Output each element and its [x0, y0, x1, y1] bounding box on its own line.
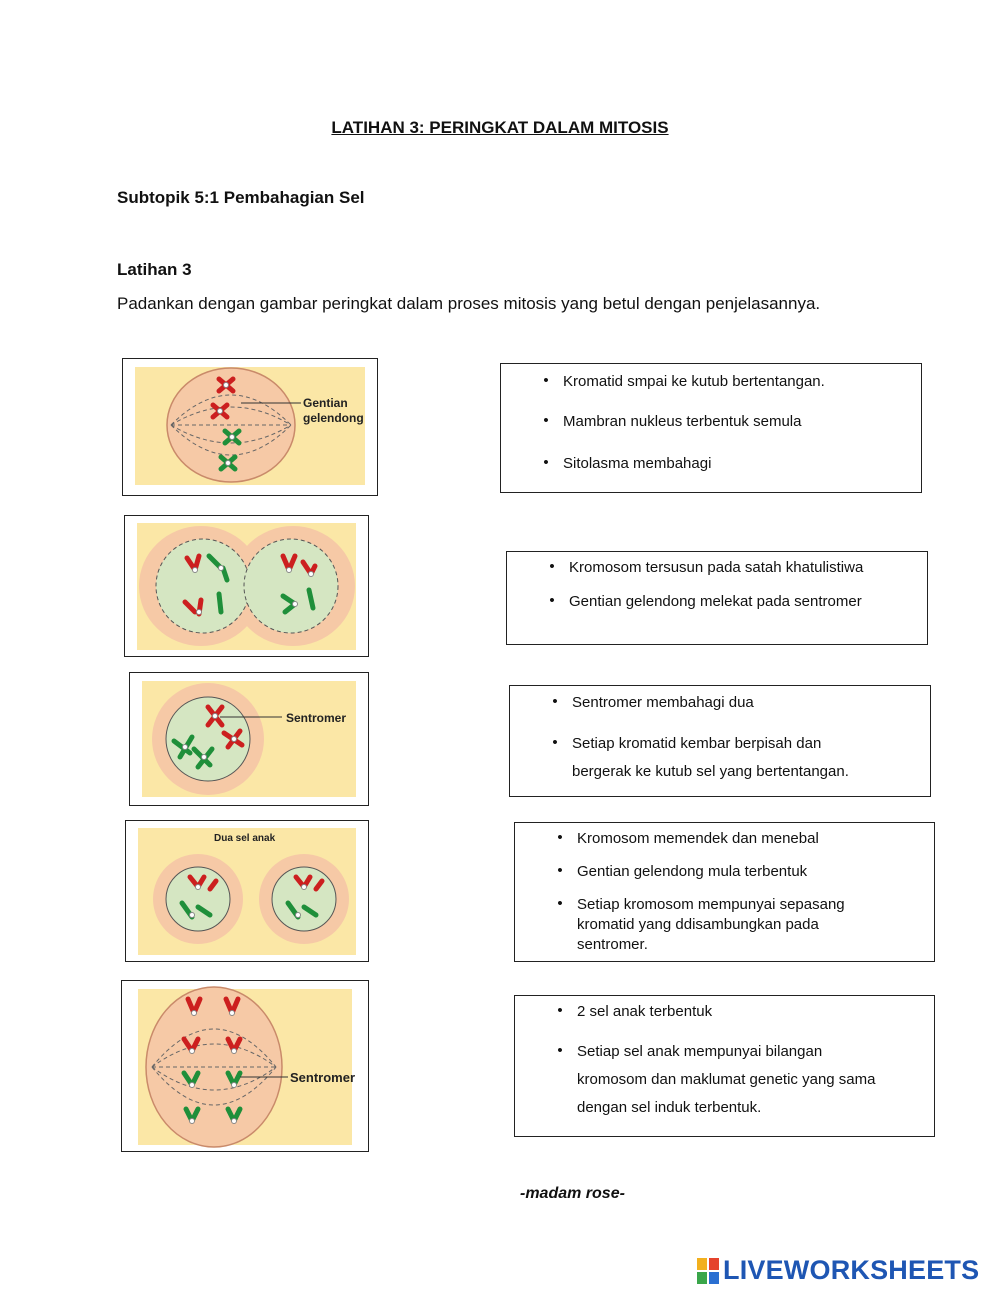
description-4-bullet-3: Setiap kromosom mempunyai sepasang kroma… [577, 896, 845, 953]
bullet-icon: • [543, 454, 549, 471]
subtopic-heading: Subtopik 5:1 Pembahagian Sel [117, 188, 365, 207]
bullet-icon: • [557, 895, 563, 912]
description-box-4[interactable]: • Kromosom memendek dan menebal • Gentian … [514, 822, 935, 962]
stage-image-2[interactable] [124, 515, 369, 657]
description-4-bullet-1: Kromosom memendek dan menebal [577, 830, 819, 847]
telophase-illustration [137, 523, 356, 650]
prophase-illustration: Sentromer [142, 681, 356, 797]
description-2-bullet-2: Gentian gelendong melekat pada sentromer [569, 593, 862, 610]
bullet-icon: • [557, 829, 563, 846]
image-5-label: Sentromer [290, 1070, 355, 1085]
bullet-icon: • [549, 558, 555, 575]
image-3-label: Sentromer [286, 711, 346, 725]
description-1-bullet-3: Sitolasma membahagi [563, 455, 712, 472]
description-2-bullet-1: Kromosom tersusun pada satah khatulistiw… [569, 559, 864, 576]
bullet-icon: • [552, 693, 558, 710]
description-5-bullet-2: Setiap sel anak mempunyai bilangan kromo… [577, 1043, 876, 1116]
image-4-label: Dua sel anak [214, 833, 276, 844]
bullet-icon: • [557, 862, 563, 879]
bullet-icon: • [557, 1042, 563, 1059]
bullet-icon: • [552, 734, 558, 751]
description-box-3[interactable]: • Sentromer membahagi dua • Setiap kromati… [509, 685, 931, 797]
image-1-label-2: gelendong [303, 411, 364, 425]
stage-image-3[interactable]: Sentromer [129, 672, 369, 806]
bullet-icon: • [557, 1002, 563, 1019]
stage-image-1[interactable]: Gentian gelendong [122, 358, 378, 496]
description-3-bullet-1: Sentromer membahagi dua [572, 694, 754, 711]
exercise-label: Latihan 3 [117, 260, 192, 279]
description-1-bullet-1: Kromatid smpai ke kutub bertentangan. [563, 373, 825, 390]
anaphase-illustration: Sentromer [138, 986, 355, 1148]
image-1-label-1: Gentian [303, 396, 348, 410]
stage-image-5[interactable]: Sentromer [121, 980, 369, 1152]
description-box-1[interactable]: • Kromatid smpai ke kutub bertentangan. •… [500, 363, 922, 493]
description-box-2[interactable]: • Kromosom tersusun pada satah khatulisti… [506, 551, 928, 645]
daughter-cells-illustration: Dua sel anak [138, 828, 356, 955]
bullet-icon: • [543, 372, 549, 389]
page-title: LATIHAN 3: PERINGKAT DALAM MITOSIS [331, 118, 669, 137]
description-box-5[interactable]: • 2 sel anak terbentuk • Setiap sel anak m… [514, 995, 935, 1137]
bullet-icon: • [549, 592, 555, 609]
liveworksheets-logo-icon [697, 1257, 719, 1284]
instruction-text: Padankan dengan gambar peringkat dalam p… [117, 294, 821, 313]
description-3-bullet-2: Setiap kromatid kembar berpisah dan berg… [572, 735, 849, 780]
metaphase-illustration: Gentian gelendong [135, 367, 365, 485]
bullet-icon: • [543, 412, 549, 429]
author-signature: -madam rose- [520, 1185, 625, 1202]
description-5-bullet-1: 2 sel anak terbentuk [577, 1003, 713, 1020]
description-1-bullet-2: Mambran nukleus terbentuk semula [563, 413, 802, 430]
stage-image-4[interactable]: Dua sel anak [125, 820, 369, 962]
brand-logo[interactable]: LIVEWORKSHEETS [697, 1255, 979, 1286]
brand-name: LIVEWORKSHEETS [723, 1255, 980, 1285]
description-4-bullet-2: Gentian gelendong mula terbentuk [577, 863, 808, 880]
